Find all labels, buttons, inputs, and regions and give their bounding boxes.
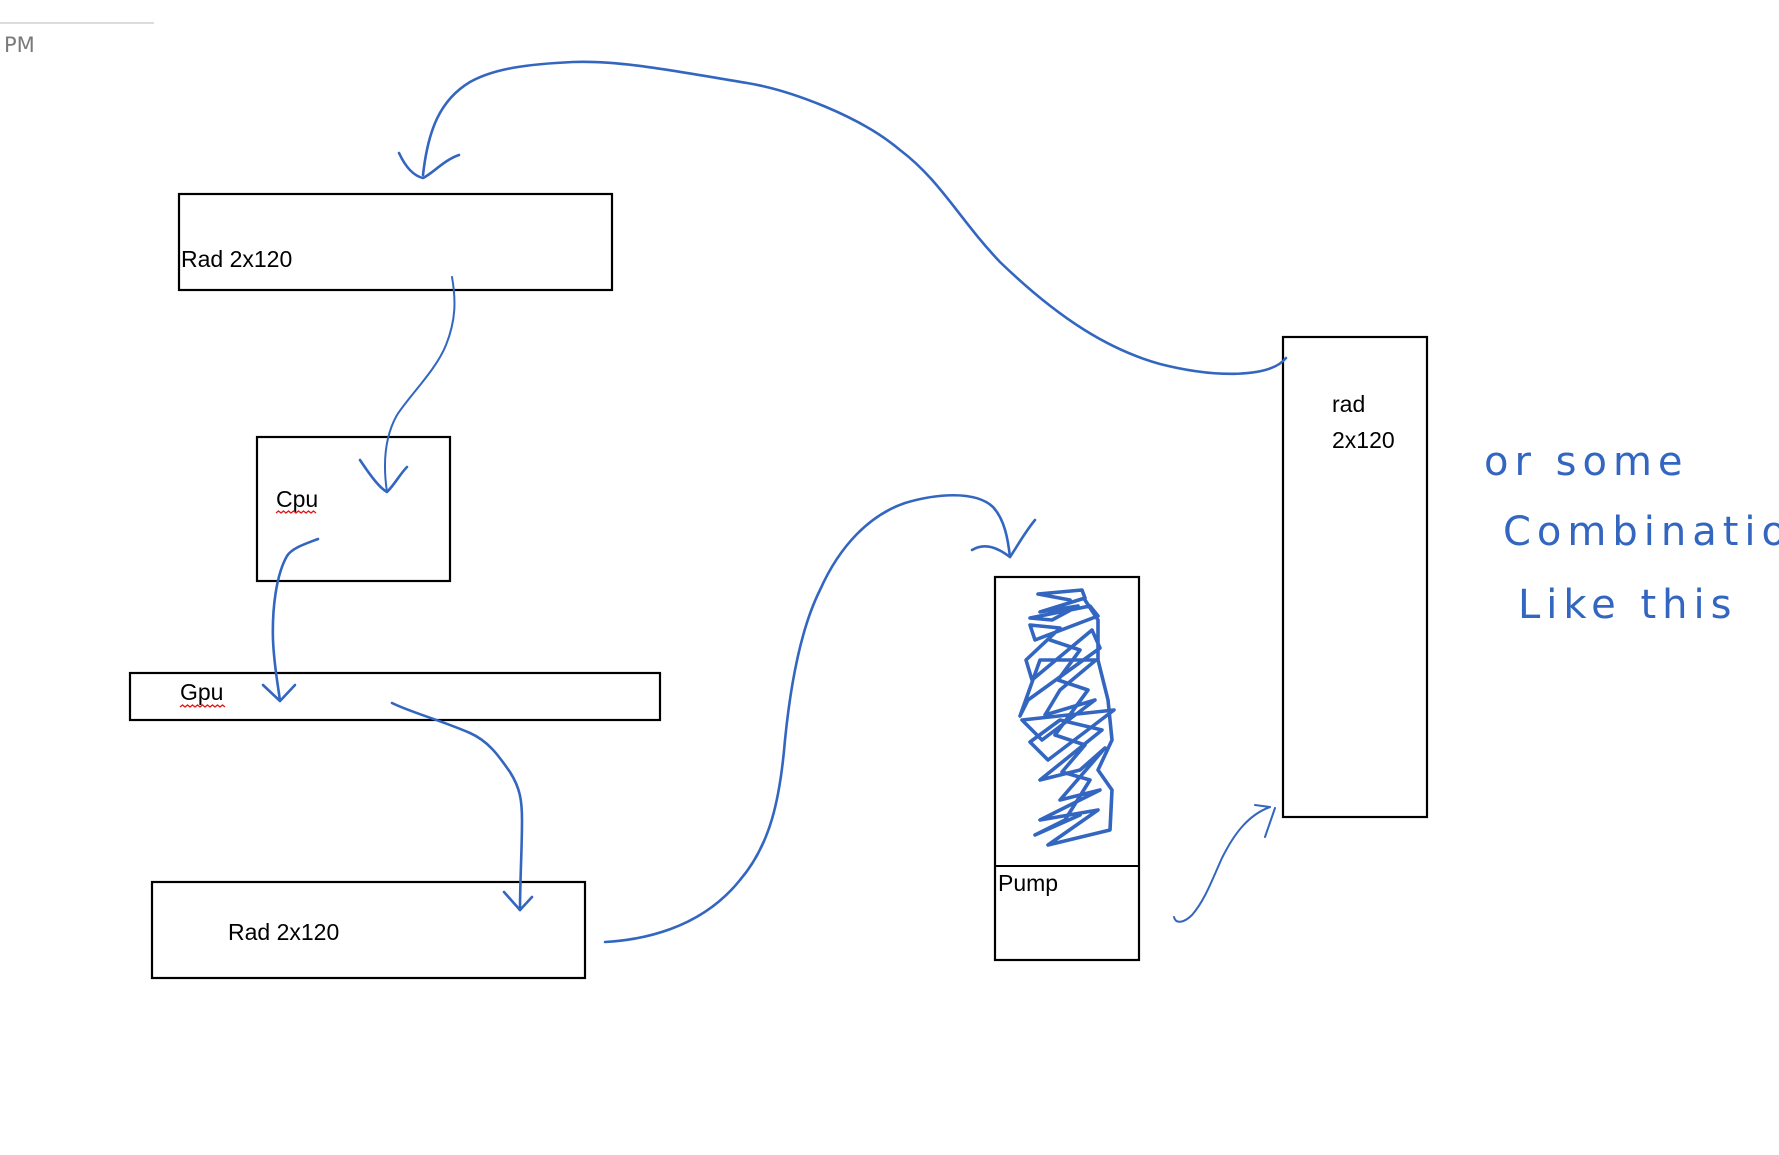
flow-curve-gpu-to-rad-bottom [390,701,524,912]
arrowhead-cpu [358,458,409,494]
arrow-rad-right-to-rad-top [397,60,1288,376]
pump-label: Pump [998,870,1058,896]
note-line-1: or some [1484,439,1689,485]
rad-top-label: Rad 2x120 [181,246,292,272]
rad-bottom-component[interactable]: Rad 2x120 [150,880,587,980]
cpu-box[interactable] [255,435,452,583]
pump-scribble-inner [1033,638,1092,837]
cpu-spellcheck-underline [275,510,317,514]
arrowhead-rad-top [397,151,461,180]
handwritten-note: or some Combination Like this [1484,439,1779,628]
gpu-box[interactable] [128,671,662,722]
cpu-component[interactable]: Cpu [255,435,452,583]
arrow-cpu-to-gpu [261,537,320,703]
pump-component[interactable]: Pump [993,575,1141,962]
rad-bottom-box[interactable] [150,880,587,980]
time-suffix-text: PM [4,33,35,57]
pump-scribble [1018,588,1116,847]
gpu-label: Gpu [180,679,223,705]
flow-curve-pump-to-rad-right [1173,806,1271,923]
rad-right-label-line2: 2x120 [1332,427,1395,453]
gpu-component[interactable]: Gpu [128,671,662,722]
rad-right-box[interactable] [1281,335,1429,819]
arrowhead-rad-bottom [502,890,534,912]
flow-curve-cpu-to-gpu [271,537,320,703]
rad-top-box[interactable] [177,192,614,292]
arrowhead-gpu [261,683,297,703]
rad-bottom-label: Rad 2x120 [228,919,339,945]
rad-top-component[interactable]: Rad 2x120 [177,192,614,292]
note-line-3: Like this [1518,582,1737,628]
flow-curve-rad-right-to-rad-top [421,60,1288,376]
gpu-spellcheck-underline [179,704,226,708]
arrow-pump-to-rad-right [1173,804,1276,923]
rad-right-label-line1: rad [1332,391,1365,417]
arrowhead-rad-right [1254,804,1276,838]
flow-curve-rad-top-to-cpu [383,276,456,493]
arrow-gpu-to-rad-bottom [390,701,534,912]
arrowhead-pump [970,518,1037,559]
note-line-2: Combination [1503,509,1779,555]
cpu-label: Cpu [276,486,318,512]
flow-curve-rad-bottom-to-pump [603,493,1012,944]
arrow-rad-top-to-cpu [358,276,456,494]
rad-right-component[interactable]: rad 2x120 [1281,335,1429,819]
arrow-rad-bottom-to-pump [603,493,1037,944]
